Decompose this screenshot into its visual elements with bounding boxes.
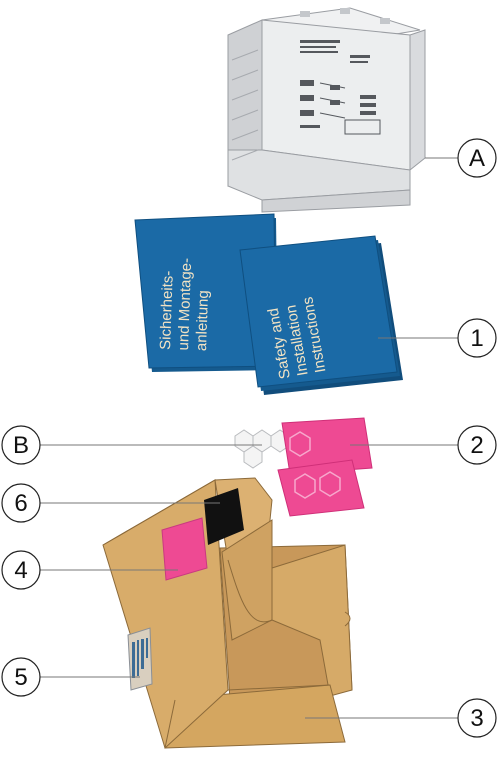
callout-5-label: 5 xyxy=(14,664,27,691)
pink-label-on-box xyxy=(161,517,208,581)
callout-2-label: 2 xyxy=(470,432,483,459)
callout-B-label: B xyxy=(13,432,29,459)
callout-1-label: 1 xyxy=(470,325,483,352)
callout-5: 5 xyxy=(1,657,41,697)
callout-A: A xyxy=(457,138,497,178)
black-label xyxy=(204,488,244,545)
marker-labels-pink xyxy=(277,417,373,517)
info-label xyxy=(127,627,153,691)
manual-german: Sicherheits- und Montage- anleitung xyxy=(134,213,278,372)
callout-6: 6 xyxy=(1,483,41,523)
manual-english: Safety and Installation Instructions xyxy=(239,235,403,395)
callout-6-label: 6 xyxy=(14,490,27,517)
marker-strip-white xyxy=(234,429,290,469)
callout-2: 2 xyxy=(457,425,497,465)
callout-3: 3 xyxy=(457,698,497,738)
manual-german-title-line2: und Montage- xyxy=(175,258,195,351)
callout-B: B xyxy=(1,425,41,465)
manual-german-title-line3: anleitung xyxy=(193,290,212,351)
callout-3-label: 3 xyxy=(470,705,483,732)
device-module xyxy=(227,7,426,213)
leader-lines xyxy=(39,157,459,719)
callout-1: 1 xyxy=(457,318,497,358)
callout-4: 4 xyxy=(1,550,41,590)
callout-A-label: A xyxy=(469,145,485,172)
callout-4-label: 4 xyxy=(14,557,27,584)
manual-german-title-line1: Sicherheits- xyxy=(157,270,177,350)
